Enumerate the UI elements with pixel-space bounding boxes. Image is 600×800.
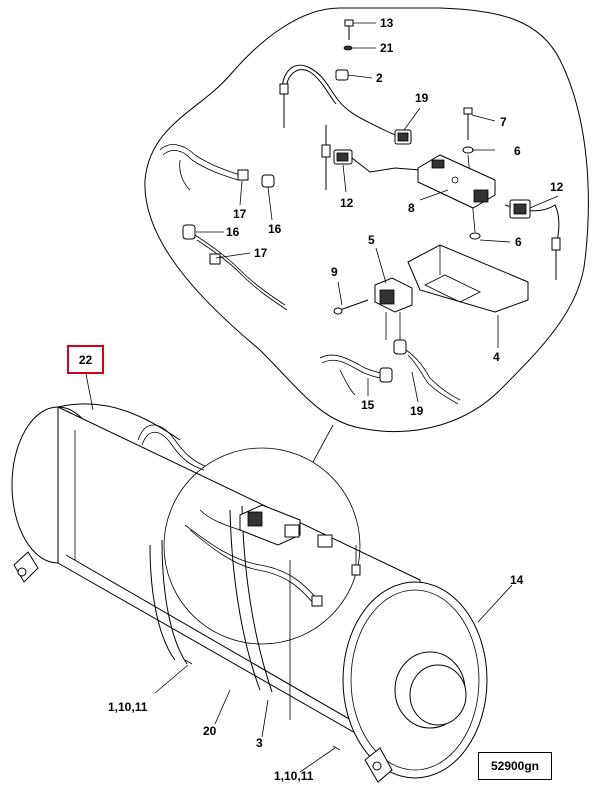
callout-16-right[interactable]: 16	[268, 222, 282, 236]
callout-7[interactable]: 7	[500, 115, 507, 129]
detail-parts	[159, 19, 561, 405]
callout-12-right[interactable]: 12	[550, 180, 564, 194]
callout-2[interactable]: 2	[376, 71, 383, 85]
callout-6-bottom[interactable]: 6	[515, 235, 522, 249]
drawing-number-label: 52900gn	[478, 752, 552, 780]
callout-17-bottom[interactable]: 17	[254, 246, 268, 260]
callout-17-top[interactable]: 17	[233, 207, 247, 221]
callout-19-top[interactable]: 19	[415, 91, 429, 105]
exhaust-tank	[11, 403, 488, 783]
callout-20[interactable]: 20	[203, 724, 217, 738]
callout-22-highlighted[interactable]: 22	[67, 345, 104, 374]
callout-16-left[interactable]: 16	[226, 225, 240, 239]
callout-8[interactable]: 8	[408, 201, 415, 215]
callout-12-left[interactable]: 12	[340, 196, 354, 210]
tank-mounted-parts	[184, 504, 361, 607]
callout-21[interactable]: 21	[380, 41, 394, 55]
callout-6-top[interactable]: 6	[514, 144, 521, 158]
callout-4[interactable]: 4	[493, 350, 500, 364]
callout-14[interactable]: 14	[510, 573, 524, 587]
detail-connector-line	[312, 424, 334, 463]
callout-3[interactable]: 3	[256, 736, 263, 750]
callout-19-bottom[interactable]: 19	[410, 404, 424, 418]
callout-13[interactable]: 13	[380, 16, 394, 30]
detail-bubble-outline	[144, 7, 589, 432]
callout-9[interactable]: 9	[331, 265, 338, 279]
magnified-detail-circle	[163, 447, 361, 645]
callout-5[interactable]: 5	[368, 233, 375, 247]
callout-1-10-11-left[interactable]: 1,10,11	[108, 700, 148, 714]
leader-lines	[85, 22, 559, 773]
callout-15[interactable]: 15	[361, 398, 375, 412]
callout-1-10-11-bottom[interactable]: 1,10,11	[274, 769, 314, 783]
